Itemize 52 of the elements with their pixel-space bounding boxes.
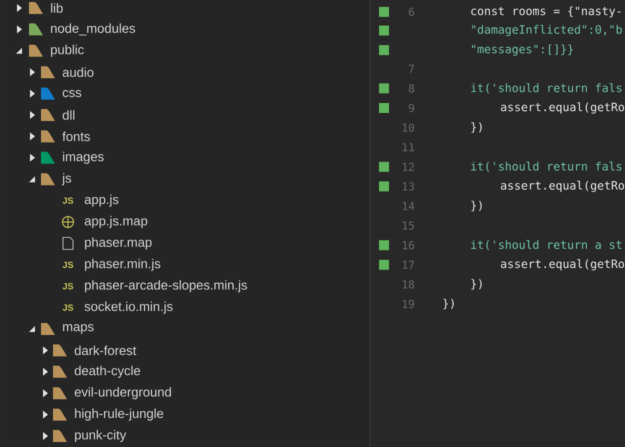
code-line: }) — [471, 279, 482, 290]
code-line: "messages":[]}} — [472, 44, 573, 56]
file-name: phaser.map — [85, 237, 152, 250]
file-name: high-rule-jungle — [75, 408, 164, 421]
code-line: assert.equal(getRo — [500, 180, 624, 192]
line-number: 6 — [408, 8, 414, 16]
file-name: css — [62, 90, 82, 98]
file-name: punk-city — [75, 430, 126, 442]
line-number: 7 — [408, 64, 414, 73]
file-name: images — [63, 152, 104, 164]
js-file-icon: JS — [62, 283, 74, 290]
file-name: node_modules — [51, 23, 135, 36]
file-name: phaser.min.js — [85, 258, 160, 271]
code-line: it('should return fals — [471, 83, 622, 94]
code-line: it('should return fals — [471, 162, 622, 172]
file-name: evil-underground — [74, 387, 171, 400]
line-number: 15 — [402, 222, 414, 230]
code-line: }) — [471, 122, 482, 133]
line-number: 16 — [402, 241, 414, 250]
file-name: fonts — [62, 132, 90, 142]
file-name: dark-forest — [74, 346, 136, 356]
line-number: 8 — [408, 84, 414, 93]
js-file-icon: JS — [62, 197, 74, 204]
line-number: 19 — [402, 300, 414, 308]
line-number: 11 — [402, 143, 414, 152]
js-file-icon: JS — [62, 262, 74, 268]
code-line: assert.equal(getRo — [500, 102, 624, 114]
code-line: const rooms = {"nasty- — [471, 6, 620, 18]
line-number: 17 — [402, 260, 414, 269]
file-name: js — [62, 173, 72, 186]
file-name: public — [51, 44, 84, 57]
line-number: 10 — [402, 123, 414, 132]
file-name: app.js.map — [84, 216, 148, 228]
file-name: death-cycle — [74, 366, 140, 378]
file-name: app.js — [84, 194, 118, 207]
line-number: 13 — [402, 182, 414, 191]
file-name: phaser-arcade-slopes.min.js — [85, 280, 247, 292]
code-line: it('should return a st — [471, 240, 622, 250]
line-number: 9 — [408, 104, 414, 112]
line-number: 18 — [402, 280, 414, 289]
file-name: dll — [62, 110, 74, 120]
code-line: }) — [443, 298, 454, 310]
code-line: }) — [471, 200, 482, 212]
file-name: lib — [51, 3, 63, 13]
code-line: "damageInflicted":0,"b — [472, 24, 622, 36]
file-name: maps — [63, 324, 94, 334]
code-line: assert.equal(getRo — [500, 259, 624, 270]
file-name: audio — [62, 67, 94, 77]
line-number: 12 — [402, 162, 414, 171]
file-name: socket.io.min.js — [84, 302, 173, 314]
line-number: 14 — [402, 202, 414, 210]
js-file-icon: JS — [62, 304, 74, 311]
